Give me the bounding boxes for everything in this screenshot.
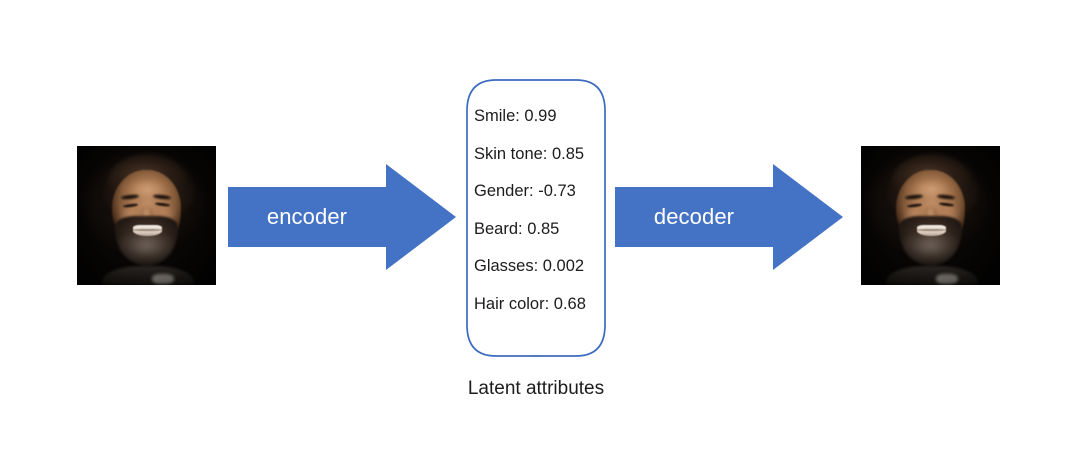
latent-attribute-hair-color: Hair color: 0.68 bbox=[474, 294, 586, 313]
decoder-arrow: decoder bbox=[615, 164, 843, 270]
output-face-photo bbox=[861, 146, 1000, 285]
latent-attribute-list: Smile: 0.99 Skin tone: 0.85 Gender: -0.7… bbox=[474, 108, 614, 333]
encoder-arrow: encoder bbox=[228, 164, 456, 270]
latent-attribute-glasses: Glasses: 0.002 bbox=[474, 257, 585, 275]
photo-backdrop bbox=[861, 146, 1000, 285]
latent-caption: Latent attributes bbox=[467, 378, 605, 399]
latent-attribute-gender: Gender: -0.73 bbox=[474, 182, 576, 200]
decoder-arrow-shape bbox=[615, 164, 843, 270]
photo-vignette bbox=[77, 146, 216, 285]
encoder-arrow-shape bbox=[228, 164, 456, 270]
latent-attribute-smile: Smile: 0.99 bbox=[474, 107, 557, 125]
latent-bracket-shape bbox=[466, 79, 606, 357]
photo-vignette bbox=[861, 146, 1000, 285]
input-face-photo bbox=[77, 146, 216, 285]
latent-attribute-beard: Beard: 0.85 bbox=[474, 219, 560, 238]
latent-bracket bbox=[462, 78, 610, 358]
latent-attribute-skin-tone: Skin tone: 0.85 bbox=[474, 144, 585, 163]
photo-backdrop bbox=[77, 146, 216, 285]
